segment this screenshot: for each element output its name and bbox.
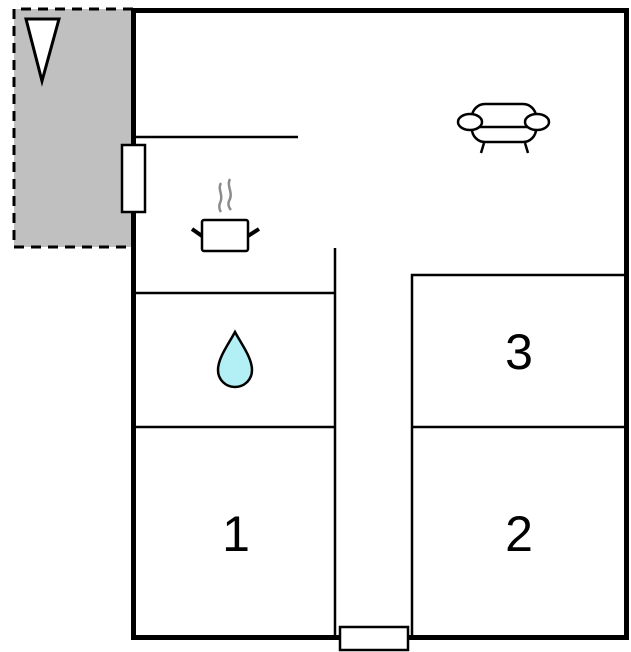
room-label-1: 1 [222,506,250,562]
cooking-pot-icon [190,178,261,253]
outer-wall [131,8,629,640]
interior-walls [136,135,625,636]
sofa-icon [456,102,551,154]
room-label-2: 2 [505,506,533,562]
entrance-door [338,625,410,652]
water-drop-icon [216,329,254,389]
room-label-3: 3 [505,324,533,380]
terrace-north-arrow-icon [24,17,61,87]
terrace-door [120,143,147,214]
